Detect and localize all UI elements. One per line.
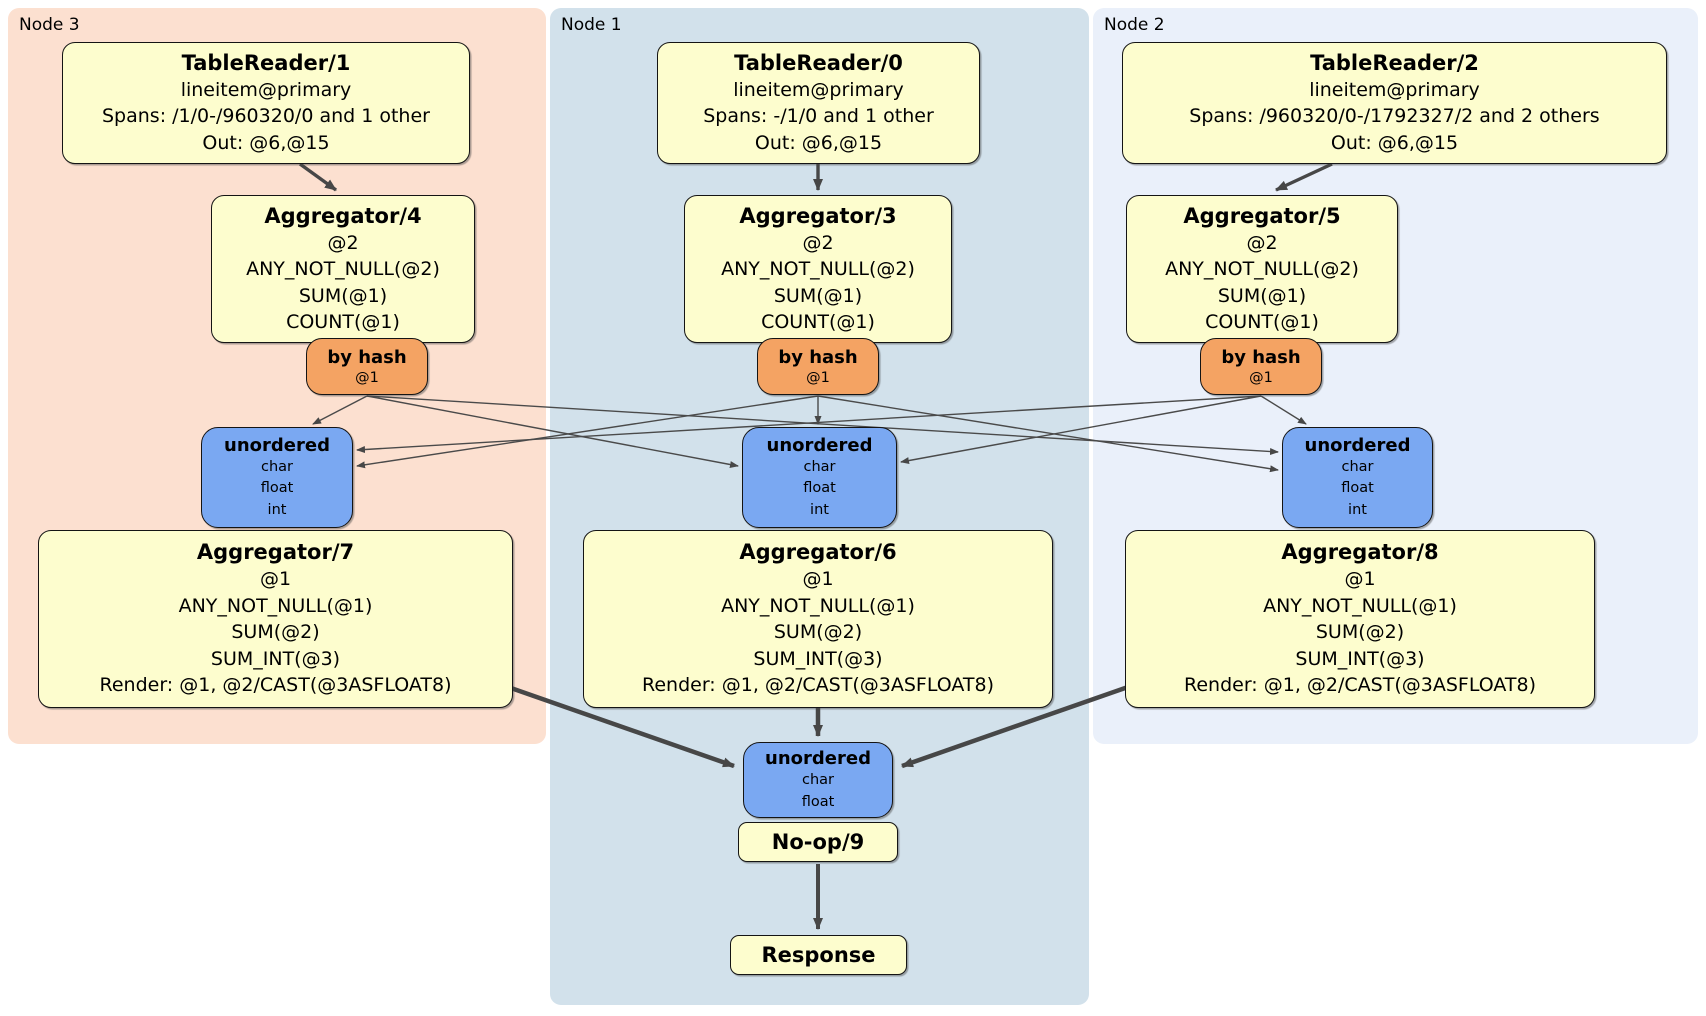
render-line: Render: @1, @2/CAST(@3ASFLOAT8) (642, 674, 994, 697)
agg-line: @1 (259, 568, 292, 591)
unordered-sync-node2-box: unordered char float int (1282, 427, 1433, 528)
sync-title: unordered (224, 434, 330, 456)
sync-stream: char (801, 772, 834, 788)
response-box: Response (730, 935, 907, 975)
processor-title: Aggregator/8 (1281, 540, 1439, 565)
sync-stream: float (1341, 480, 1374, 497)
processor-title: Aggregator/7 (196, 540, 355, 565)
processor-title: TableReader/0 (734, 50, 903, 75)
agg-line: SUM_INT(@3) (753, 647, 883, 670)
table-reader-1-box: TableReader/1 lineitem@primary Spans: /1… (62, 42, 470, 164)
router-title: by hash (1221, 347, 1301, 368)
sync-stream: float (801, 793, 835, 810)
aggregator-4-box: Aggregator/4 @2 ANY_NOT_NULL(@2) SUM(@1)… (211, 195, 475, 343)
processor-title: Response (761, 942, 876, 967)
sync-stream: float (803, 480, 836, 497)
hash-router-node1-box: by hash @1 (757, 338, 879, 395)
router-detail: @1 (1249, 370, 1273, 386)
agg-line: @2 (327, 231, 359, 254)
sync-stream: int (1348, 501, 1367, 518)
region-node-1-label: Node 1 (561, 15, 622, 35)
aggregator-3-box: Aggregator/3 @2 ANY_NOT_NULL(@2) SUM(@1)… (684, 195, 952, 343)
aggregator-5-box: Aggregator/5 @2 ANY_NOT_NULL(@2) SUM(@1)… (1126, 195, 1398, 343)
agg-line: SUM(@2) (1315, 621, 1405, 644)
router-title: by hash (778, 347, 858, 368)
index-line: lineitem@primary (1309, 78, 1480, 101)
sync-title: unordered (1304, 434, 1411, 456)
router-title: by hash (327, 347, 407, 368)
agg-line: SUM(@2) (773, 621, 863, 644)
agg-line: ANY_NOT_NULL(@2) (246, 258, 440, 280)
processor-title: Aggregator/5 (1183, 203, 1341, 228)
aggregator-6-box: Aggregator/6 @1 ANY_NOT_NULL(@1) SUM(@2)… (583, 530, 1053, 708)
router-detail: @1 (806, 370, 830, 386)
router-detail: @1 (355, 370, 379, 386)
out-line: Out: @6,@15 (754, 131, 883, 154)
sync-title: unordered (766, 434, 873, 456)
processor-title: TableReader/1 (181, 50, 351, 75)
spans-line: Spans: /1/0-/960320/0 and 1 other (102, 105, 430, 128)
processor-title: Aggregator/6 (739, 540, 897, 565)
aggregator-7-box: Aggregator/7 @1 ANY_NOT_NULL(@1) SUM(@2)… (38, 530, 513, 708)
agg-line: ANY_NOT_NULL(@1) (178, 594, 373, 617)
spans-line: Spans: -/1/0 and 1 other (703, 105, 934, 128)
agg-line: COUNT(@1) (761, 311, 875, 333)
processor-title: Aggregator/3 (739, 203, 897, 228)
agg-line: SUM(@1) (1217, 284, 1307, 307)
sync-stream: int (810, 501, 829, 518)
render-line: Render: @1, @2/CAST(@3ASFLOAT8) (99, 674, 452, 697)
sync-title: unordered (765, 748, 871, 769)
agg-line: @1 (1344, 568, 1376, 591)
index-line: lineitem@primary (180, 78, 352, 101)
table-reader-0-box: TableReader/0 lineitem@primary Spans: -/… (657, 42, 980, 164)
sync-stream: char (803, 458, 836, 475)
agg-line: ANY_NOT_NULL(@2) (1165, 258, 1359, 280)
agg-line: SUM(@1) (298, 284, 388, 307)
unordered-sync-node3-box: unordered char float int (201, 427, 353, 528)
region-node-2-label: Node 2 (1104, 15, 1165, 35)
sync-stream: int (267, 501, 287, 518)
unordered-sync-node1-box: unordered char float int (742, 427, 897, 528)
processor-title: TableReader/2 (1310, 50, 1479, 75)
agg-line: COUNT(@1) (1205, 311, 1319, 333)
sync-stream: char (260, 458, 293, 475)
out-line: Out: @6,@15 (1330, 131, 1459, 154)
agg-line: COUNT(@1) (286, 311, 400, 333)
processor-title: Aggregator/4 (264, 203, 422, 228)
agg-line: ANY_NOT_NULL(@1) (721, 594, 915, 617)
hash-router-node2-box: by hash @1 (1200, 338, 1322, 395)
sync-stream: char (1341, 458, 1374, 475)
spans-line: Spans: /960320/0-/1792327/2 and 2 others (1189, 105, 1600, 128)
agg-line: ANY_NOT_NULL(@2) (721, 258, 915, 280)
agg-line: SUM_INT(@3) (210, 647, 341, 670)
unordered-sync-final-box: unordered char float (743, 742, 893, 818)
noop-9-box: No-op/9 (738, 822, 898, 862)
hash-router-node3-box: by hash @1 (306, 338, 428, 395)
render-line: Render: @1, @2/CAST(@3ASFLOAT8) (1184, 674, 1536, 697)
agg-line: SUM(@1) (773, 284, 863, 307)
sync-stream: float (260, 480, 294, 497)
aggregator-8-box: Aggregator/8 @1 ANY_NOT_NULL(@1) SUM(@2)… (1125, 530, 1595, 708)
agg-line: @2 (802, 231, 834, 254)
table-reader-2-box: TableReader/2 lineitem@primary Spans: /9… (1122, 42, 1667, 164)
processor-title: No-op/9 (771, 829, 865, 854)
agg-line: @2 (1246, 231, 1278, 254)
out-line: Out: @6,@15 (202, 131, 330, 154)
region-node-3-label: Node 3 (19, 15, 80, 35)
agg-line: SUM_INT(@3) (1295, 647, 1425, 670)
index-line: lineitem@primary (733, 78, 904, 101)
agg-line: SUM(@2) (231, 621, 320, 644)
agg-line: @1 (802, 568, 834, 591)
agg-line: ANY_NOT_NULL(@1) (1263, 594, 1457, 617)
